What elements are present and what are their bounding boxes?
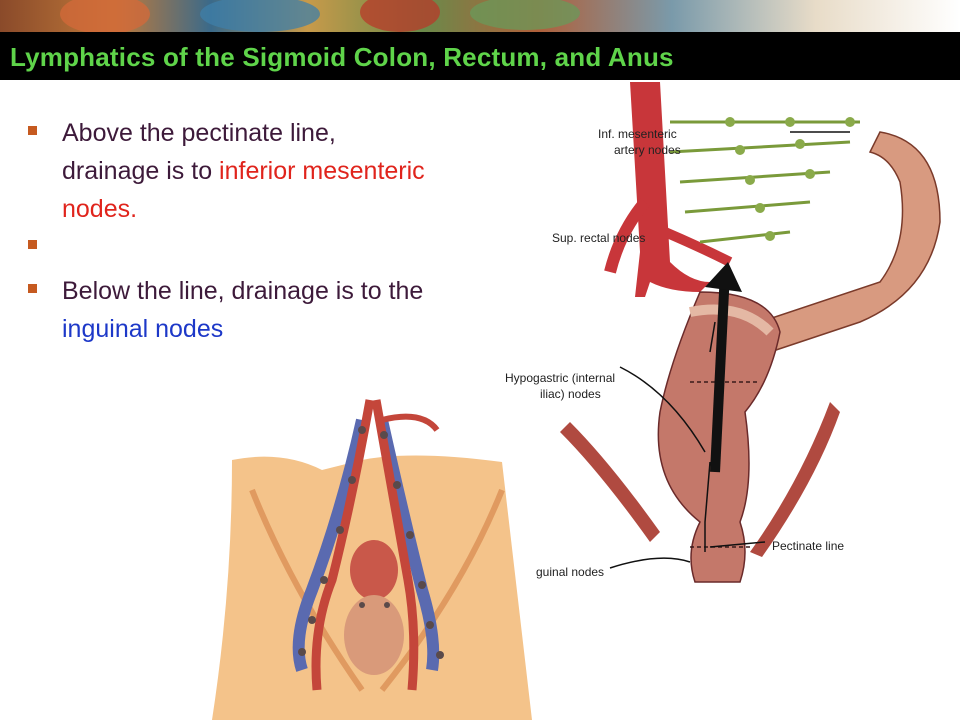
lymph-node: [336, 526, 344, 534]
lymph-node: [359, 602, 365, 608]
bullet-list: Above the pectinate line, drainage is to…: [28, 114, 428, 348]
lymph-vessel: [669, 140, 851, 154]
pointer-arrow: [619, 366, 706, 453]
label-iliac-nodes: iliac) nodes: [540, 387, 601, 401]
lymph-node: [406, 531, 414, 539]
lymph-node: [765, 231, 775, 241]
lymph-vessel: [684, 200, 811, 214]
square-bullet-icon: [28, 284, 37, 293]
vein-left: [292, 418, 368, 672]
pelvic-lymphatics-illustration: [212, 399, 532, 720]
lymph-node: [845, 117, 855, 127]
lymph-node: [298, 648, 306, 656]
muscle-left: [560, 422, 660, 542]
slide-title: Lymphatics of the Sigmoid Colon, Rectum,…: [10, 42, 674, 72]
banner-blob: [470, 0, 580, 30]
label-artery-nodes: artery nodes: [614, 143, 681, 157]
sigmoid-colon: [759, 131, 941, 353]
muscle-right: [750, 402, 840, 557]
pointer-arrow: [704, 461, 711, 523]
lymph-node: [735, 145, 745, 155]
lymph-node: [320, 576, 328, 584]
bullet-highlight: inguinal nodes: [62, 315, 224, 343]
pointer-arrow: [709, 321, 716, 353]
bullet-item-below: Below the line, drainage is to the ingui…: [28, 272, 428, 348]
label-pectinate-line: Pectinate line: [772, 539, 844, 553]
vessel-branch: [381, 413, 440, 432]
bladder: [350, 540, 398, 600]
artery-branch-left: [604, 198, 650, 274]
lymph-node: [308, 616, 316, 624]
square-bullet-icon: [28, 126, 37, 135]
decorative-banner: [0, 0, 960, 34]
lymph-node: [755, 203, 765, 213]
lymph-node: [358, 426, 366, 434]
artery-branch-right: [663, 227, 733, 267]
drainage-arrowhead: [705, 262, 742, 292]
label-hypogastric: Hypogastric (internal: [505, 371, 615, 385]
drainage-arrow-up: [710, 271, 730, 473]
rectum-upper-wall: [689, 304, 774, 336]
vein-right: [376, 418, 440, 671]
lymph-node: [795, 139, 805, 149]
lymph-node: [725, 117, 735, 127]
lymph-node: [393, 481, 401, 489]
mesenteric-artery: [630, 82, 710, 297]
banner-blob: [360, 0, 440, 32]
banner-blob: [200, 0, 320, 32]
pointer-arrow: [709, 541, 766, 548]
bullet-text: Below the line, drainage is to the: [62, 277, 424, 305]
artery-left: [311, 399, 375, 691]
rectal-lymphatics-diagram: Inf. mesenteric artery nodes Sup. rectal…: [505, 82, 941, 583]
title-bar: [0, 32, 960, 80]
square-bullet-icon: [28, 240, 37, 249]
label-inf-mesenteric: Inf. mesenteric: [598, 127, 677, 141]
lymph-node: [426, 621, 434, 629]
bullet-item-empty: [28, 228, 428, 272]
lymph-node: [384, 602, 390, 608]
lymph-node: [348, 476, 356, 484]
lymph-node: [418, 581, 426, 589]
artery-right: [371, 399, 419, 691]
bullet-item-above: Above the pectinate line, drainage is to…: [28, 114, 428, 228]
lymph-node: [785, 117, 795, 127]
bullet-highlight: inferior mesenteric nodes.: [62, 157, 425, 223]
label-sup-rectal: Sup. rectal nodes: [552, 231, 645, 245]
lymph-vessel: [699, 230, 791, 244]
lymph-node: [745, 175, 755, 185]
lymph-vessel: [679, 170, 831, 184]
banner-blob: [60, 0, 150, 34]
lymph-node: [380, 431, 388, 439]
pointer-arrow: [609, 557, 691, 569]
lymph-node: [805, 169, 815, 179]
groin-right: [379, 488, 505, 692]
lymph-node: [436, 651, 444, 659]
label-inguinal-nodes: guinal nodes: [536, 565, 604, 579]
pubic-area: [344, 595, 404, 675]
bullet-text: Above the pectinate line, drainage is to: [62, 119, 336, 185]
groin-left: [249, 488, 365, 692]
